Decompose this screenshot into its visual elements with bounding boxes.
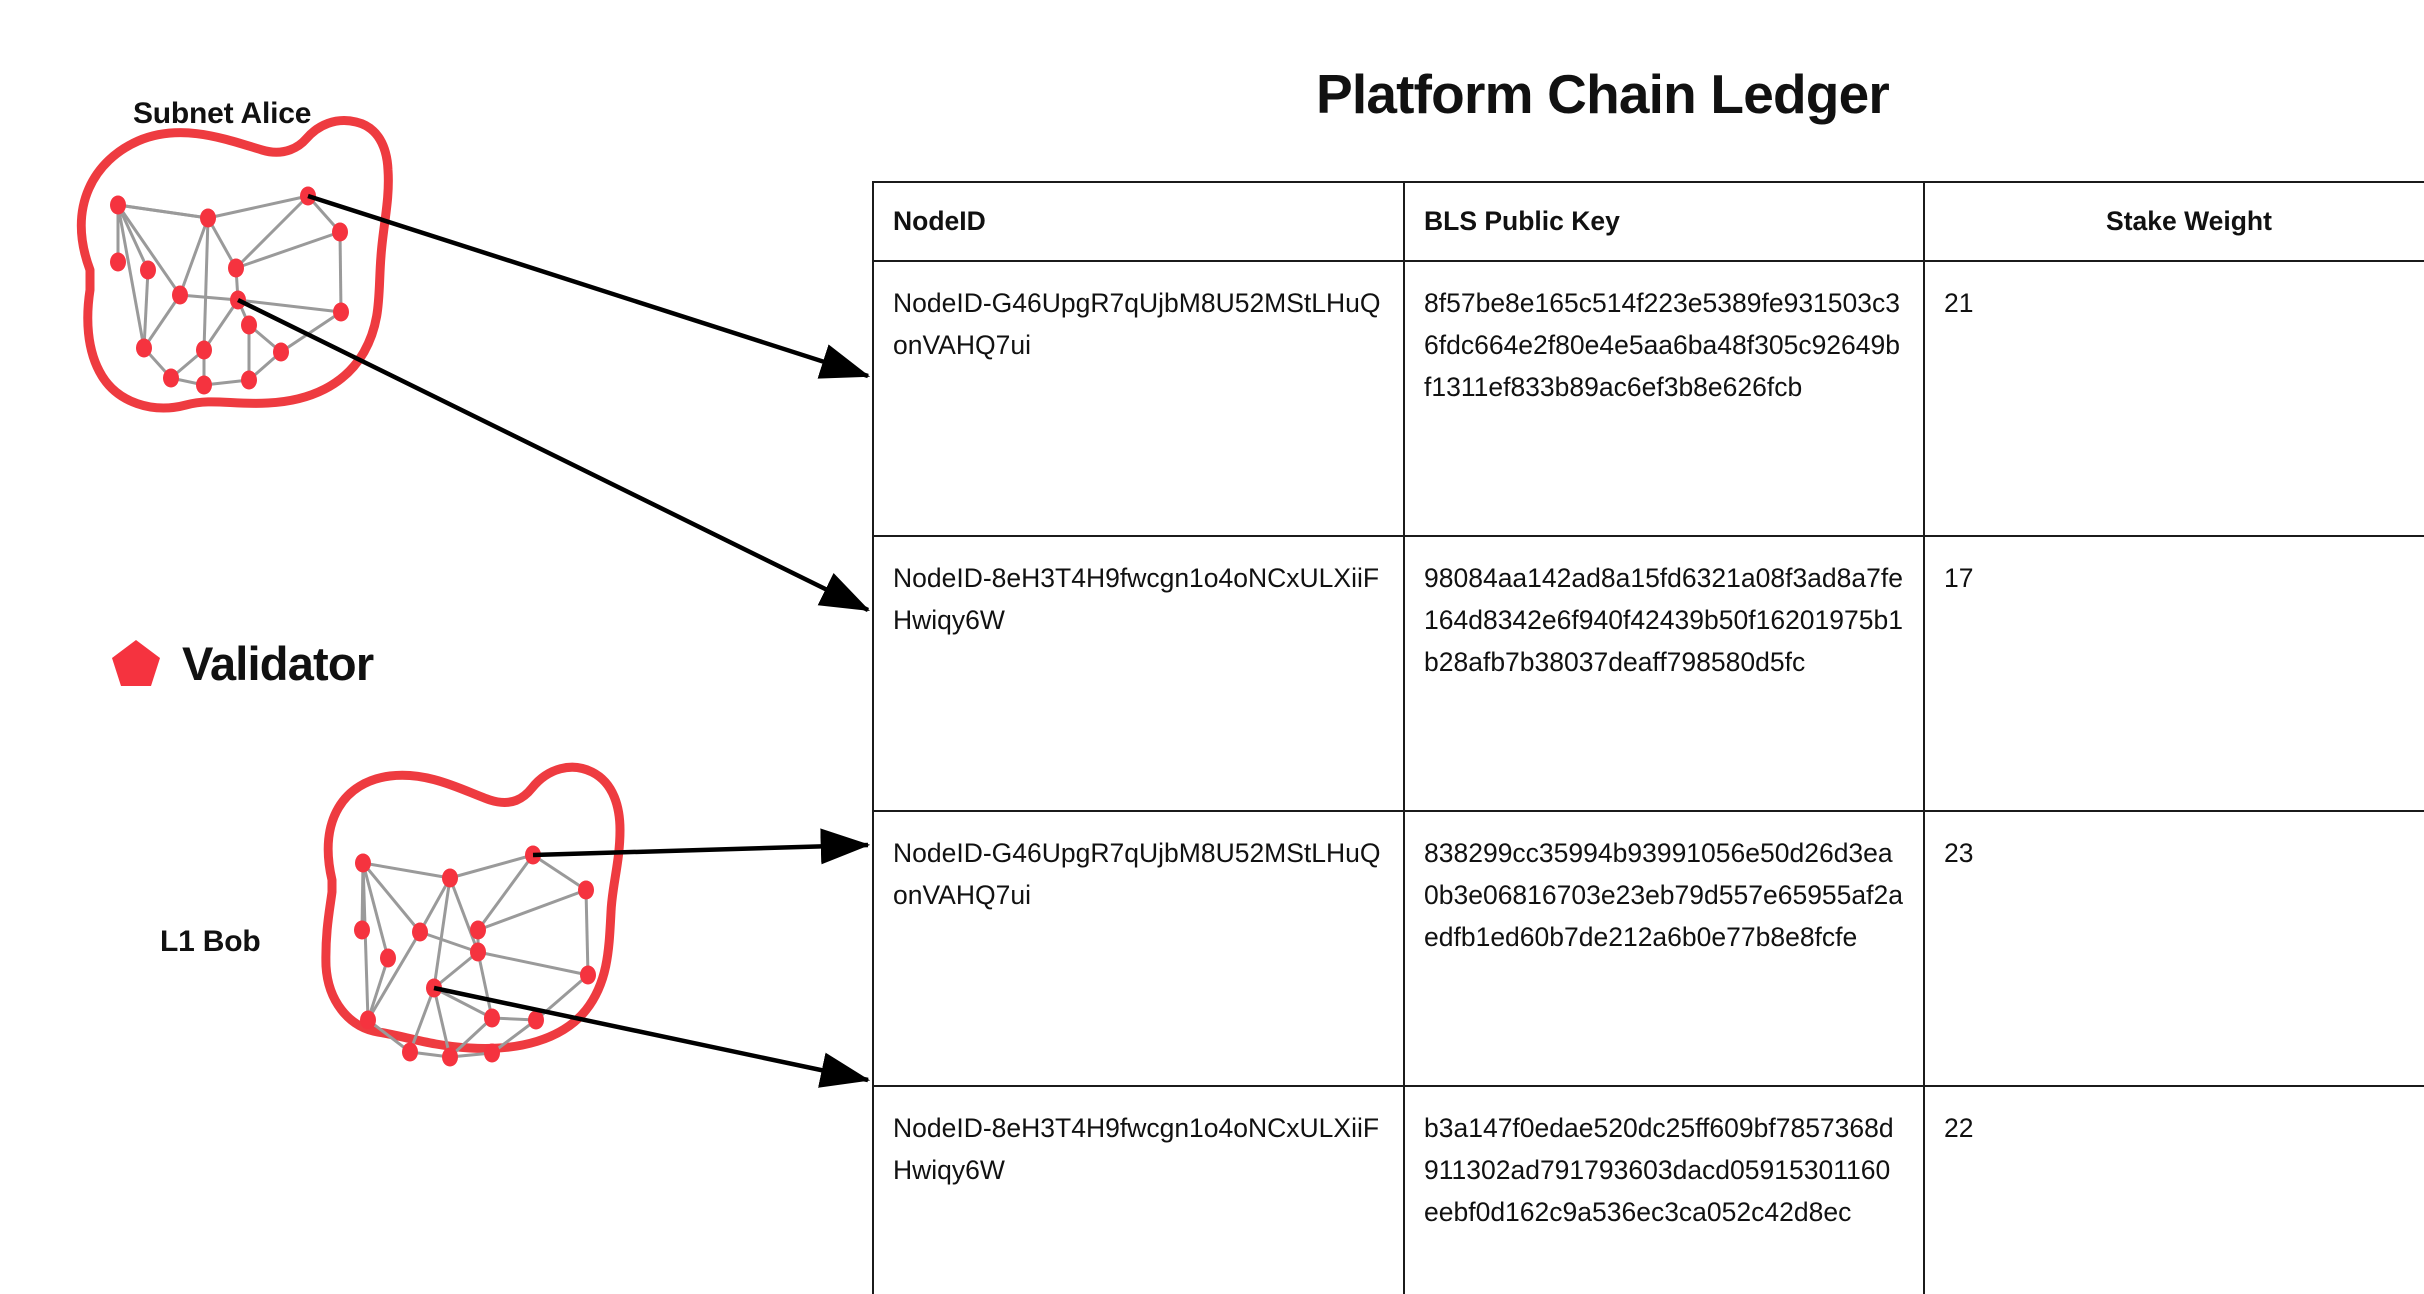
validator-node xyxy=(200,208,216,228)
validator-node xyxy=(470,942,486,962)
validator-node xyxy=(196,340,212,360)
l1-bob-group xyxy=(321,762,625,1067)
column-header-bls-public-key: BLS Public Key xyxy=(1403,181,1925,262)
table-row: NodeID-G46UpgR7qUjbM8U52MStLHuQonVAHQ7ui… xyxy=(872,810,2424,1087)
validator-node xyxy=(140,260,156,280)
validator-node xyxy=(241,370,257,390)
validator-node xyxy=(360,1010,376,1030)
validator-node xyxy=(273,342,289,362)
column-header-stake-weight: Stake Weight xyxy=(1923,181,2424,262)
l1-bob-blob-outline xyxy=(321,762,625,1053)
validator-node xyxy=(470,920,486,940)
validator-node xyxy=(136,338,152,358)
validator-node xyxy=(332,222,348,242)
arrow-bob-to-row3 xyxy=(532,828,871,865)
cell-stake-weight: 17 xyxy=(1923,535,2424,812)
validator-legend: Validator xyxy=(110,636,374,690)
cell-stake-weight: 21 xyxy=(1923,260,2424,537)
validator-node xyxy=(196,375,212,395)
subnet-alice-validator-nodes xyxy=(110,186,349,395)
pentagon-icon xyxy=(110,638,162,688)
cell-nodeid: NodeID-G46UpgR7qUjbM8U52MStLHuQonVAHQ7ui xyxy=(872,810,1405,1087)
cell-bls-public-key: 98084aa142ad8a15fd6321a08f3ad8a7fe164d83… xyxy=(1403,535,1925,812)
validator-legend-label: Validator xyxy=(182,636,374,690)
validator-node xyxy=(333,302,349,322)
table-row: NodeID-8eH3T4H9fwcgn1o4oNCxULXiiFHwiqy6W… xyxy=(872,535,2424,812)
platform-chain-ledger-table: NodeID BLS Public Key Stake Weight NodeI… xyxy=(872,181,2424,1294)
cell-bls-public-key: 8f57be8e165c514f223e5389fe931503c36fdc66… xyxy=(1403,260,1925,537)
cell-bls-public-key: b3a147f0edae520dc25ff609bf7857368d911302… xyxy=(1403,1085,1925,1294)
connector-arrows xyxy=(237,193,871,1088)
validator-node xyxy=(412,922,428,942)
validator-node xyxy=(580,965,596,985)
arrow-alice-to-row1 xyxy=(307,193,871,379)
cell-stake-weight: 23 xyxy=(1923,810,2424,1087)
column-header-nodeid: NodeID xyxy=(872,181,1405,262)
subnet-alice-label: Subnet Alice xyxy=(133,97,312,130)
cell-bls-public-key: 838299cc35994b93991056e50d26d3ea0b3e0681… xyxy=(1403,810,1925,1087)
table-body: NodeID-G46UpgR7qUjbM8U52MStLHuQonVAHQ7ui… xyxy=(872,260,2424,1294)
l1-bob-edges xyxy=(360,853,590,1059)
validator-node xyxy=(354,920,370,940)
cell-nodeid: NodeID-8eH3T4H9fwcgn1o4oNCxULXiiFHwiqy6W xyxy=(872,535,1405,812)
table-row: NodeID-8eH3T4H9fwcgn1o4oNCxULXiiFHwiqy6W… xyxy=(872,1085,2424,1294)
table-row: NodeID-G46UpgR7qUjbM8U52MStLHuQonVAHQ7ui… xyxy=(872,260,2424,537)
validator-node xyxy=(163,368,179,388)
validator-node xyxy=(228,258,244,278)
validator-node xyxy=(402,1042,418,1062)
validator-node xyxy=(484,1008,500,1028)
validator-node xyxy=(355,853,371,873)
arrow-alice-to-row2 xyxy=(237,297,871,613)
table-header: NodeID BLS Public Key Stake Weight xyxy=(872,181,2424,262)
validator-node xyxy=(484,1043,500,1063)
arrow-bob-to-row4 xyxy=(433,985,871,1088)
validator-node xyxy=(110,195,126,215)
validator-node xyxy=(241,315,257,335)
cell-nodeid: NodeID-8eH3T4H9fwcgn1o4oNCxULXiiFHwiqy6W xyxy=(872,1085,1405,1294)
page-title: Platform Chain Ledger xyxy=(1315,63,1890,125)
validator-node xyxy=(172,285,188,305)
validator-node xyxy=(528,1010,544,1030)
l1-bob-label: L1 Bob xyxy=(160,925,261,958)
validator-node xyxy=(578,880,594,900)
validator-node xyxy=(110,252,126,272)
validator-node xyxy=(442,1047,458,1067)
table-header-row: NodeID BLS Public Key Stake Weight xyxy=(872,181,2424,262)
l1-bob-validator-nodes xyxy=(354,845,596,1067)
subnet-alice-group xyxy=(76,116,393,413)
validator-node xyxy=(380,948,396,968)
validator-node xyxy=(442,868,458,888)
cell-stake-weight: 22 xyxy=(1923,1085,2424,1294)
cell-nodeid: NodeID-G46UpgR7qUjbM8U52MStLHuQonVAHQ7ui xyxy=(872,260,1405,537)
